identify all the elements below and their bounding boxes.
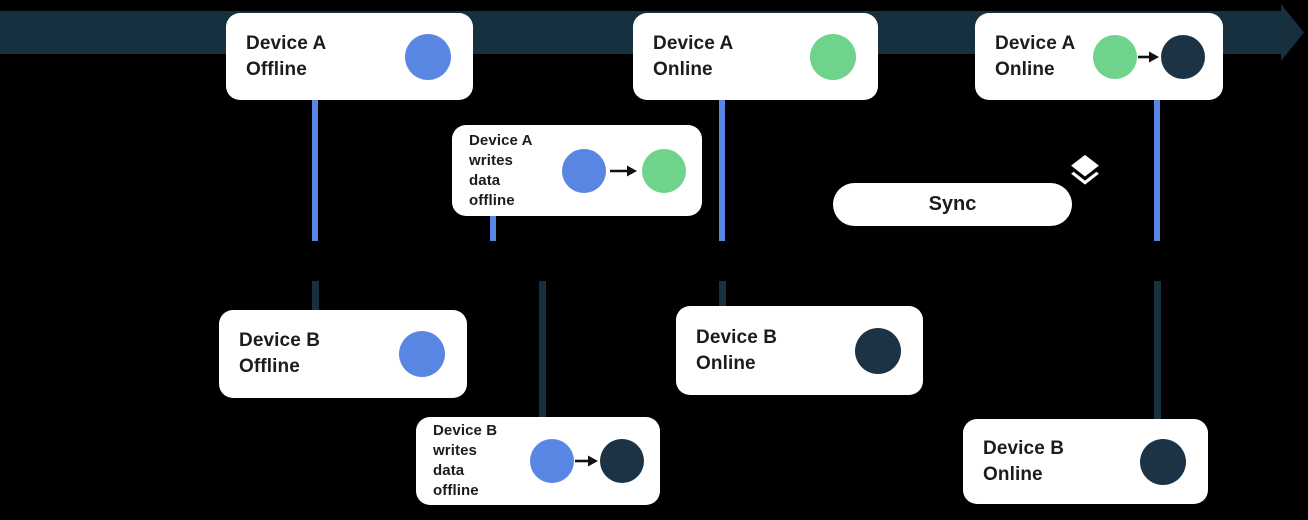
card-label: Device B Online [983,437,1065,485]
sync-button: Sync [833,183,1072,226]
card-label: Device B Offline [239,330,321,377]
timeline-arrowhead-icon [1281,4,1304,61]
arrow-right-icon [575,455,598,467]
card-label: Device A Online [995,32,1076,80]
card-device-b-online-1: Device B Online [676,306,923,395]
sync-label: Sync [928,193,977,215]
device-a-data-circle [810,33,856,80]
card-device-a-online-1: Device A Online [633,13,878,100]
device-b-synced-data-circle [1140,438,1186,485]
card-device-a-writes-data-offline: Device A writes data offline [452,125,702,216]
device-b-data-circle [855,327,901,374]
card-device-a-offline: Device A Offline [226,13,473,100]
card-label: Device A Offline [246,32,327,80]
arrow-right-icon [1138,51,1159,62]
card-label: Device B Online [696,326,778,374]
device-b-old-data-circle [530,439,574,483]
device-a-data-circle [405,33,451,80]
device-b-new-data-circle [600,439,644,483]
device-a-local-data-circle [1093,34,1137,79]
arrow-right-icon [610,165,637,176]
card-device-a-online-2: Device A Online [975,13,1223,100]
layers-icon [1063,149,1107,198]
card-device-b-writes-data-offline: Device B writes data offline [416,417,660,505]
connector-device-a-offline [312,100,318,241]
device-b-data-circle [399,331,445,377]
connector-device-b-offline [312,281,319,311]
connector-device-b-online-2 [1154,281,1161,420]
card-label: Device A writes data offline [469,131,533,209]
card-device-b-offline: Device B Offline [219,310,467,398]
card-device-b-online-2: Device B Online [963,419,1208,504]
card-label: Device A Online [653,32,734,80]
device-a-new-data-circle [642,148,686,193]
connector-device-a-online-1 [719,100,725,241]
device-a-old-data-circle [562,148,606,193]
card-label: Device B writes data offline [433,422,498,499]
connector-device-a-online-2 [1154,100,1160,241]
connector-device-b-writes [539,281,546,418]
connector-device-a-writes [490,214,496,241]
device-a-synced-data-circle [1161,34,1205,79]
connector-device-b-online-1 [719,281,726,307]
